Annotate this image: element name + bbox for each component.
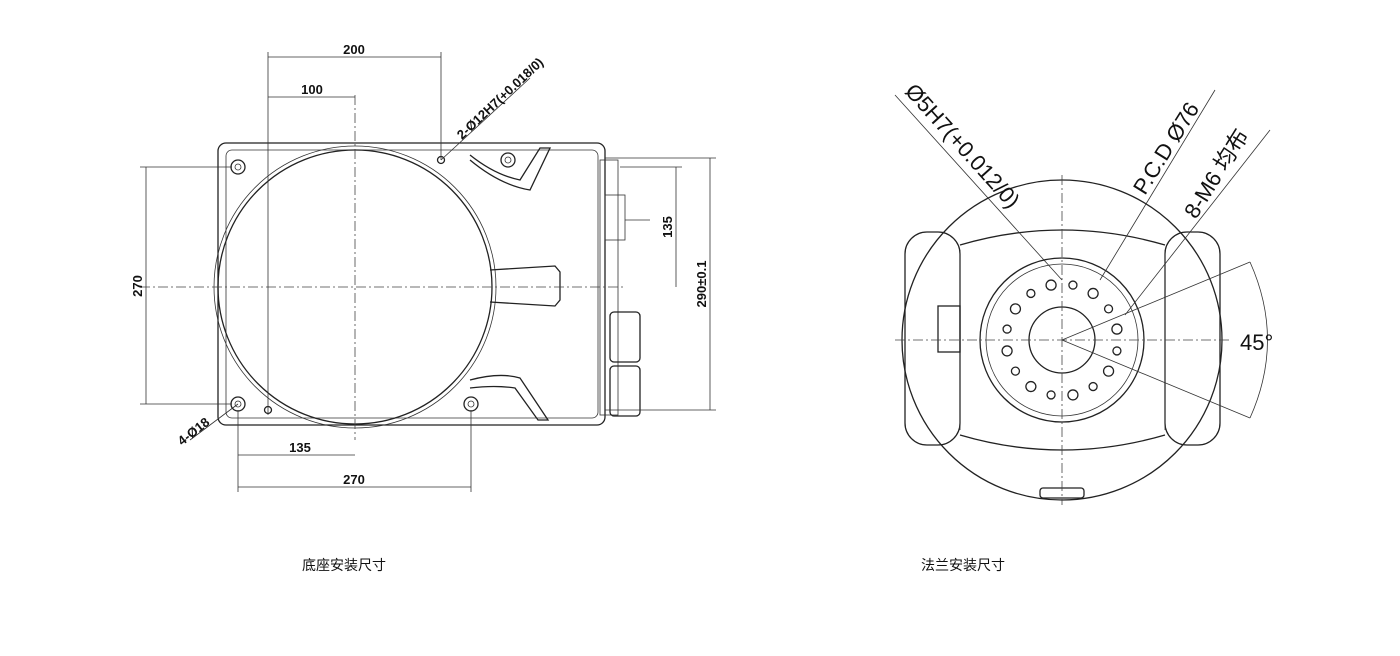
pin-label: Ø5H7(+0.012/0) — [900, 79, 1025, 213]
bolt-hole — [1025, 380, 1037, 393]
bolt-hole — [1102, 365, 1115, 377]
flange-view-caption: 法兰安装尺寸 — [921, 557, 1005, 573]
dim-135-vertical: 135 — [660, 216, 675, 238]
dim-200: 200 — [343, 42, 365, 57]
base-mounting-view: 200 100 270 135 270 135 290±0.1 2-Ø12H7(… — [130, 42, 716, 492]
pcd-label: P.C.D Ø76 — [1128, 98, 1204, 199]
bolt-hole-ring — [1001, 279, 1123, 401]
bolt-hole — [1088, 381, 1098, 392]
pin-hole-label: 2-Ø12H7(+0.018/0) — [454, 55, 546, 143]
dim-100: 100 — [301, 82, 323, 97]
dim-270-horizontal: 270 — [343, 472, 365, 487]
bolt-hole — [1068, 280, 1078, 290]
mount-hole — [463, 396, 479, 412]
bolt-hole — [1045, 279, 1057, 291]
bolt-hole — [1009, 303, 1022, 315]
dim-135-horizontal: 135 — [289, 440, 311, 455]
angle-label: 45° — [1240, 330, 1273, 355]
base-plate-outline — [217, 142, 606, 426]
bolt-hole — [1010, 366, 1021, 376]
side-pad-right — [1164, 231, 1221, 446]
mount-hole — [500, 152, 516, 168]
bolt-hole — [1001, 345, 1013, 357]
base-view-caption: 底座安装尺寸 — [302, 557, 386, 573]
side-pad-left — [904, 231, 961, 446]
bolt-hole — [1046, 390, 1056, 400]
bolt-hole — [1111, 323, 1123, 335]
dim-270-vertical: 270 — [130, 275, 145, 297]
bolt-hole — [1067, 389, 1079, 401]
bolt-hole — [1002, 324, 1012, 334]
thread-label: 8-M6 均布 — [1179, 124, 1253, 222]
bolt-hole — [1103, 304, 1114, 314]
bolt-hole — [1026, 288, 1036, 299]
bolt-hole — [1112, 346, 1122, 356]
bolt-hole — [1087, 287, 1099, 300]
flange-mounting-view: Ø5H7(+0.012/0) P.C.D Ø76 8-M6 均布 45° — [894, 79, 1273, 505]
mount-hole-label: 4-Ø18 — [175, 414, 213, 448]
mount-hole — [230, 159, 246, 175]
dim-290: 290±0.1 — [694, 261, 709, 308]
